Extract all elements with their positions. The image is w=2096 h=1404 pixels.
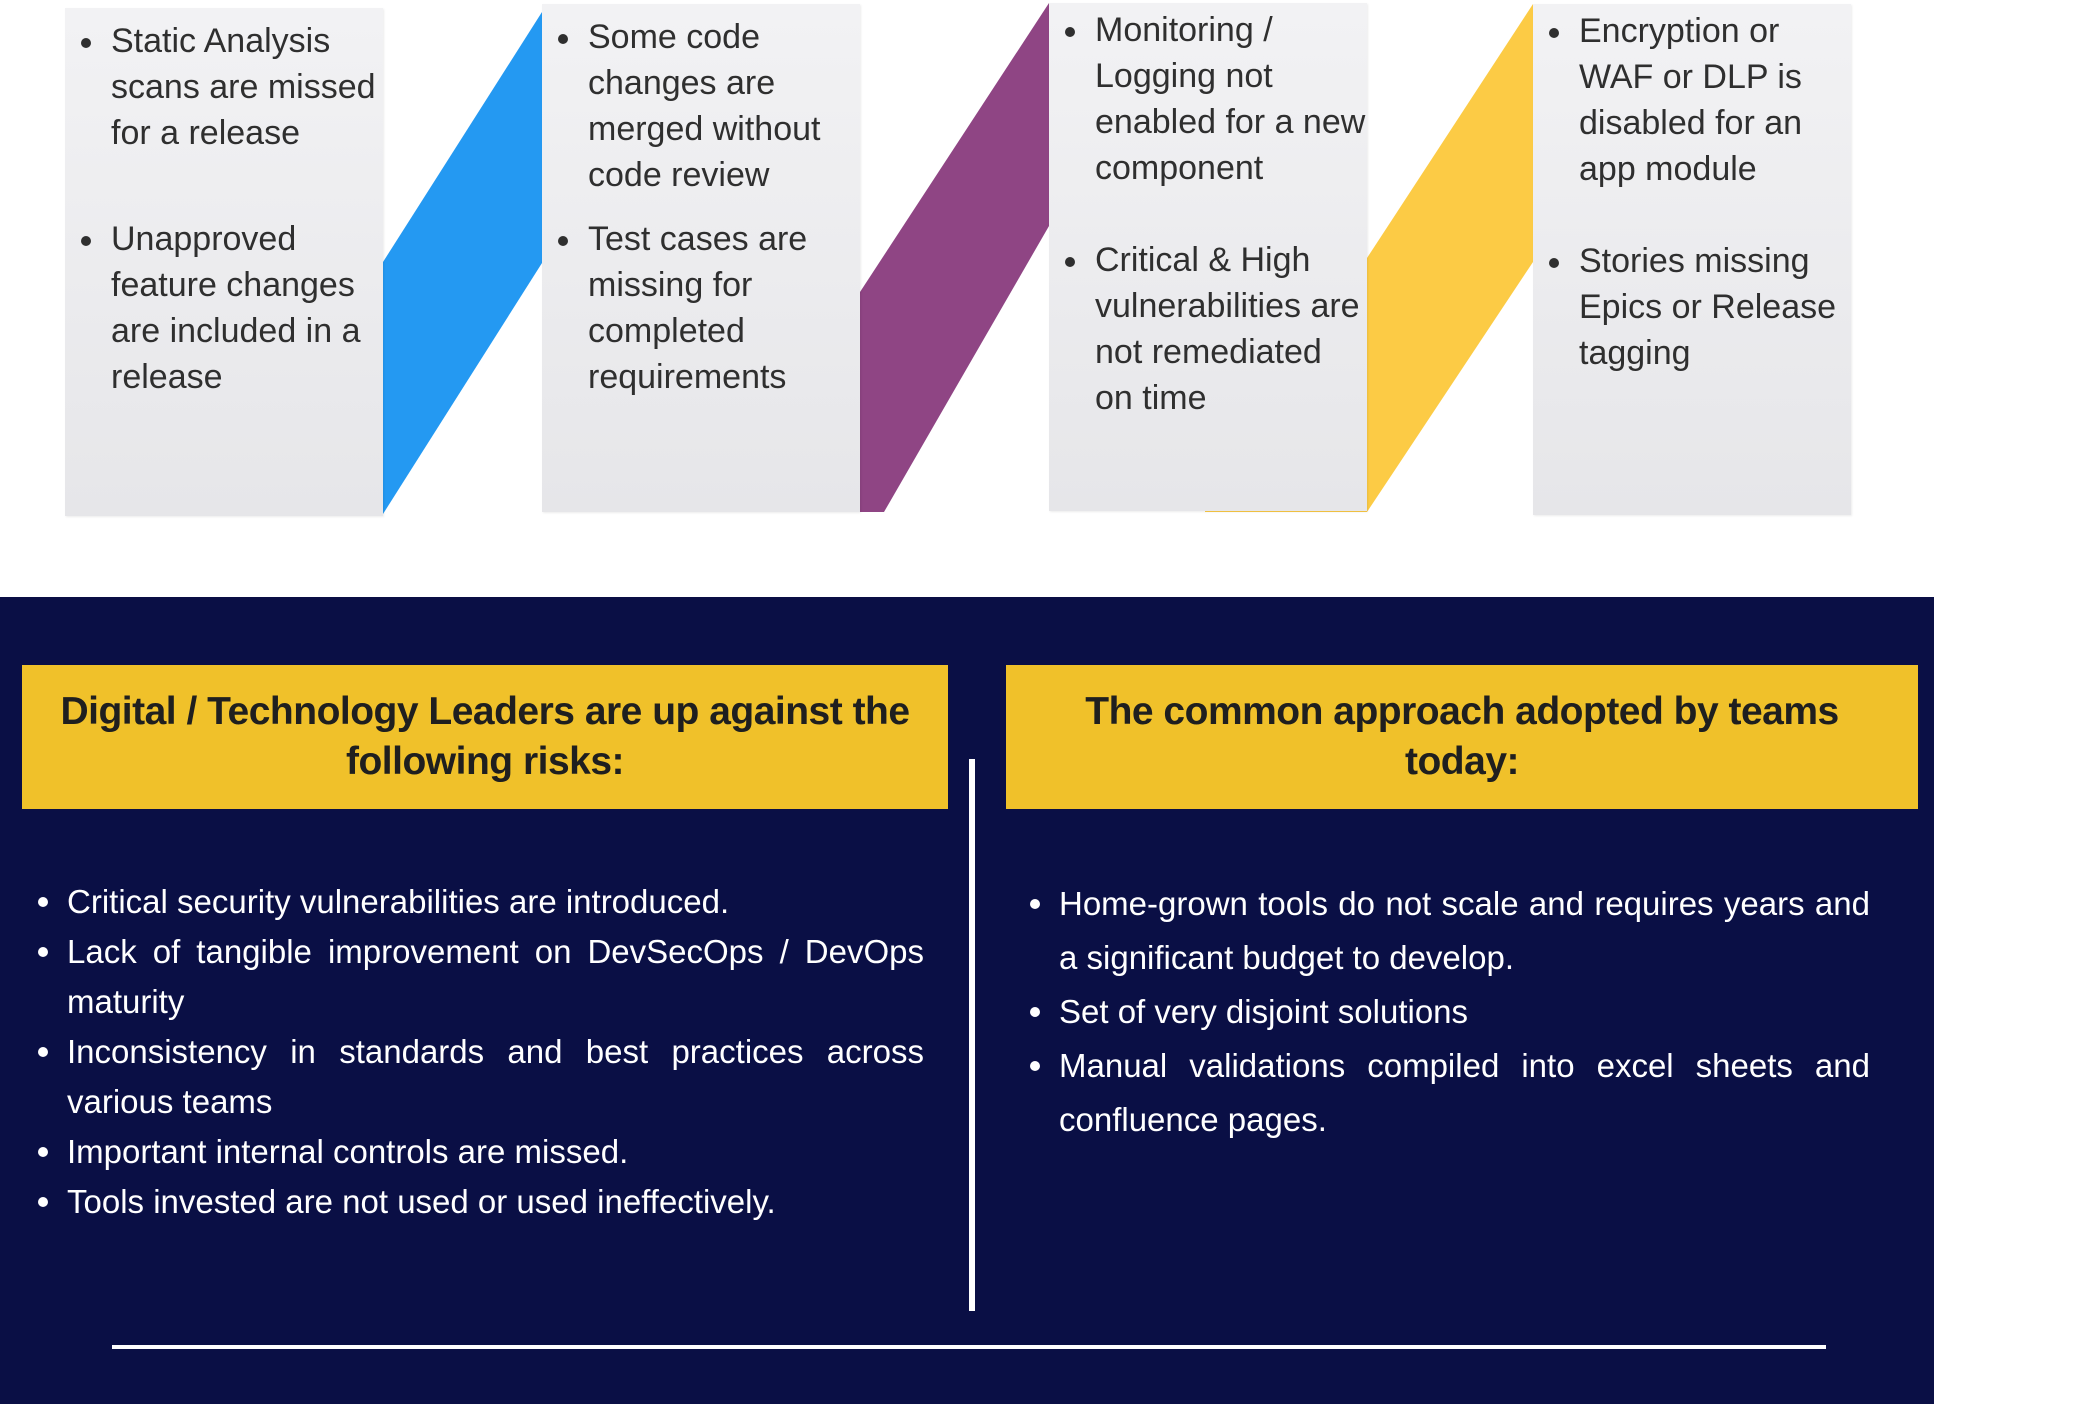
risk-list-item: Lack of tangible improvement on DevSecOp… bbox=[30, 927, 924, 1027]
risk-list-item: Tools invested are not used or used inef… bbox=[30, 1177, 924, 1227]
summary-panel: Digital / Technology Leaders are up agai… bbox=[0, 597, 1934, 1404]
risk-card-4: Encryption or WAF or DLP is disabled for… bbox=[1533, 4, 1851, 515]
risk-list-item: Inconsistency in standards and best prac… bbox=[30, 1027, 924, 1127]
approach-list: Home-grown tools do not scale and requir… bbox=[1022, 877, 1870, 1147]
risk-card-2: Some code changes are merged without cod… bbox=[542, 4, 860, 512]
risk-list-item: Critical security vulnerabilities are in… bbox=[30, 877, 924, 927]
approach-list-item: Home-grown tools do not scale and requir… bbox=[1022, 877, 1870, 985]
risk-card-3-list: Monitoring / Logging not enabled for a n… bbox=[1049, 3, 1367, 421]
risk-card-item: Critical & High vulnerabilities are not … bbox=[1049, 237, 1367, 421]
risk-card-1: Static Analysis scans are missed for a r… bbox=[65, 8, 383, 516]
risk-card-4-list: Encryption or WAF or DLP is disabled for… bbox=[1533, 4, 1851, 376]
horizontal-divider bbox=[112, 1345, 1826, 1349]
risk-card-item: Unapproved feature changes are included … bbox=[65, 216, 383, 400]
risk-card-item: Some code changes are merged without cod… bbox=[542, 14, 860, 198]
vertical-divider bbox=[969, 759, 975, 1311]
connector-ribbon-blue bbox=[383, 12, 542, 514]
approach-list-item: Manual validations compiled into excel s… bbox=[1022, 1039, 1870, 1147]
risk-card-2-list: Some code changes are merged without cod… bbox=[542, 4, 860, 400]
connector-ribbons bbox=[383, 3, 1533, 514]
risks-heading: Digital / Technology Leaders are up agai… bbox=[22, 665, 948, 809]
risk-card-3: Monitoring / Logging not enabled for a n… bbox=[1049, 3, 1367, 511]
risk-card-item: Static Analysis scans are missed for a r… bbox=[65, 18, 383, 156]
risk-card-item: Encryption or WAF or DLP is disabled for… bbox=[1533, 8, 1851, 192]
approach-list-item: Set of very disjoint solutions bbox=[1022, 985, 1870, 1039]
connector-ribbon-yellow bbox=[1367, 4, 1533, 512]
risk-card-1-list: Static Analysis scans are missed for a r… bbox=[65, 8, 383, 400]
approach-heading: The common approach adopted by teams tod… bbox=[1006, 665, 1918, 809]
risk-scenarios-diagram: Static Analysis scans are missed for a r… bbox=[0, 0, 2096, 600]
risks-list: Critical security vulnerabilities are in… bbox=[30, 877, 924, 1227]
connector-ribbon-purple bbox=[860, 3, 1049, 512]
risk-card-item: Stories missing Epics or Release tagging bbox=[1533, 238, 1851, 376]
risk-card-item: Test cases are missing for completed req… bbox=[542, 216, 860, 400]
risk-list-item: Important internal controls are missed. bbox=[30, 1127, 924, 1177]
risk-card-item: Monitoring / Logging not enabled for a n… bbox=[1049, 7, 1367, 191]
